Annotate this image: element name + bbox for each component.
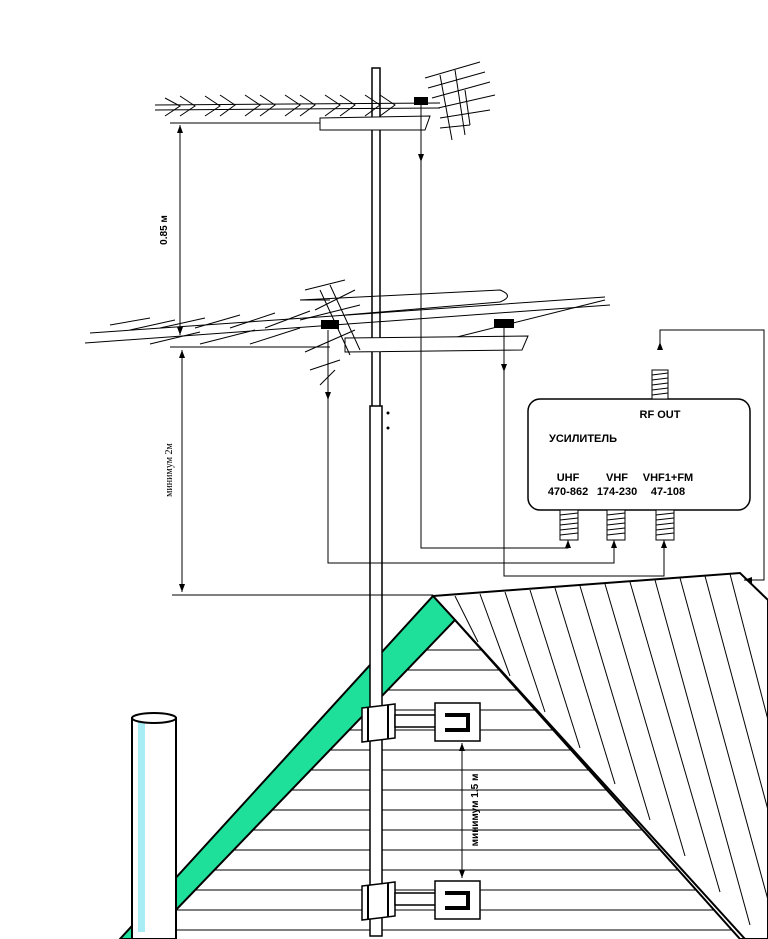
cable-arrows	[325, 154, 752, 583]
vhf-band-label: VHF	[606, 472, 628, 484]
dimension-lines	[170, 122, 463, 878]
dimension-arrows	[177, 125, 465, 878]
rf-out-label: RF OUT	[640, 409, 681, 421]
vhf-connector-right	[494, 319, 514, 328]
wall-bracket-upper	[361, 702, 481, 743]
vhf1-fm-input-connector	[655, 509, 675, 541]
mast-height-label: минимум 2м	[164, 442, 175, 496]
gable-right-edge	[454, 619, 746, 939]
wall-bracket-lower	[361, 880, 481, 921]
uhf-range-label: 470-862	[548, 486, 588, 498]
vhf1-fm-range-label: 47-108	[651, 486, 685, 498]
mast	[369, 67, 390, 937]
rf-out-connector	[651, 369, 669, 400]
uhf-band-label: UHF	[557, 472, 580, 484]
vhf1-fm-band-label: VHF1+FM	[643, 472, 693, 484]
vhf-input-connector	[606, 509, 626, 541]
vhf-antenna	[84, 279, 611, 386]
uhf-connector	[414, 97, 428, 105]
top-spacing-label: 0.85 м	[159, 215, 170, 245]
bracket-spacing-label: минимум 1.5 м	[470, 774, 481, 847]
chimney-pipe	[131, 712, 177, 939]
uhf-antenna	[154, 61, 496, 141]
vhf-range-label: 174-230	[597, 486, 637, 498]
vhf-connector-left	[321, 320, 339, 329]
roof-hatching	[454, 573, 768, 926]
uhf-input-connector	[559, 509, 579, 541]
amplifier-title: УСИЛИТЕЛЬ	[549, 433, 617, 445]
amplifier	[527, 398, 751, 511]
